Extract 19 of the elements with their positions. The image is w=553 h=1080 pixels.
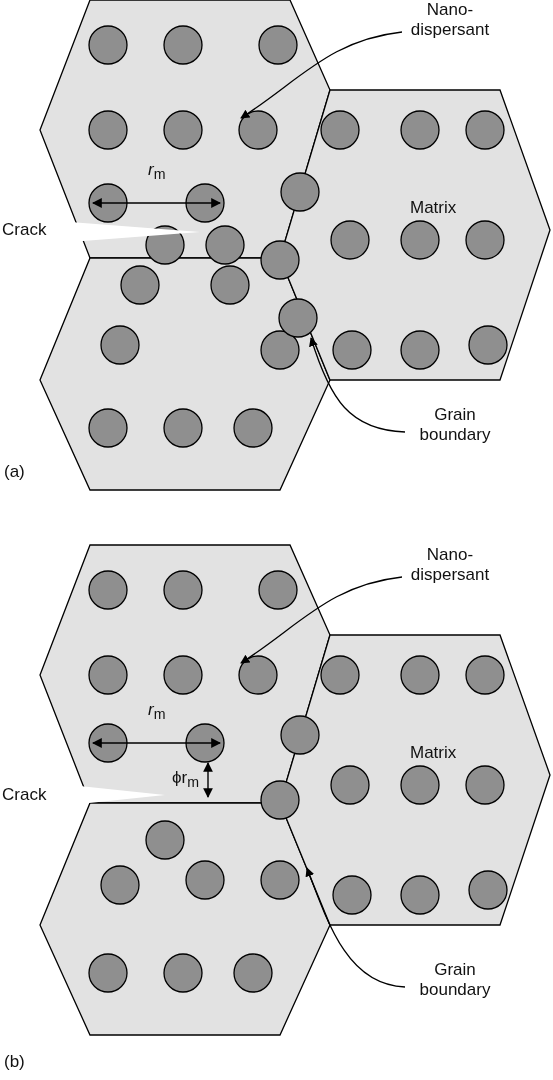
leader-line <box>309 337 406 433</box>
callout-label: Nano-dispersant <box>405 0 495 40</box>
particle <box>238 655 278 695</box>
callout-label: Grain boundary <box>410 405 500 445</box>
leader-line <box>240 31 403 119</box>
crack-label: Crack <box>2 785 47 805</box>
panel-label: (a) <box>4 462 25 482</box>
leader-line <box>305 867 406 988</box>
dimension-label: ϕr$_{m}$ <box>172 768 199 793</box>
crack-label: Crack <box>2 220 47 240</box>
region-label: Matrix <box>410 198 457 218</box>
panel-label: (b) <box>4 1052 25 1072</box>
region-label: Matrix <box>410 743 457 763</box>
callout-label: Nano-dispersant <box>405 545 495 585</box>
dimension-label: r$_{m}$ <box>148 700 166 725</box>
particle <box>238 110 278 150</box>
leader-line <box>240 576 403 664</box>
dimension-label: r$_{m}$ <box>148 160 166 185</box>
callout-label: Grain boundary <box>410 960 500 1000</box>
